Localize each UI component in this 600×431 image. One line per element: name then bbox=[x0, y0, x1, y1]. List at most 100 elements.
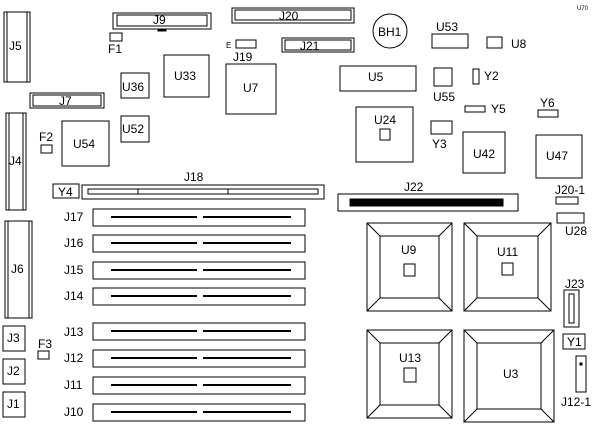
j17-slot bbox=[92, 208, 306, 227]
u52-chip bbox=[120, 115, 150, 143]
label-j20: J20 bbox=[279, 9, 299, 23]
label-j14: J14 bbox=[64, 289, 84, 303]
label-u52: U52 bbox=[122, 122, 145, 136]
j12-1-header bbox=[575, 355, 587, 393]
label-j20-1: J20-1 bbox=[555, 183, 586, 197]
label-u13: U13 bbox=[399, 351, 422, 365]
j2-connector bbox=[2, 358, 26, 385]
bh1-battery bbox=[372, 13, 408, 49]
label-bh1: BH1 bbox=[378, 25, 402, 39]
y1-crystal-box bbox=[562, 333, 586, 350]
u36-chip bbox=[120, 72, 150, 99]
label-u70: U70 bbox=[577, 6, 589, 12]
label-j19: J19 bbox=[233, 50, 253, 64]
j21-connector bbox=[281, 37, 355, 53]
label-u11: U11 bbox=[497, 245, 519, 259]
label-j12: J12 bbox=[64, 351, 84, 365]
u47-chip bbox=[535, 134, 583, 179]
j1-connector bbox=[2, 391, 26, 418]
j4-connector bbox=[5, 112, 27, 211]
f3-fuse bbox=[37, 350, 50, 360]
label-u42: U42 bbox=[473, 147, 496, 161]
u28-chip bbox=[556, 212, 585, 224]
u5-chip bbox=[339, 65, 417, 92]
label-j11: J11 bbox=[64, 378, 83, 392]
j23-connector bbox=[563, 289, 580, 328]
j5-connector bbox=[3, 11, 31, 83]
u13-center bbox=[403, 367, 417, 383]
u8-chip bbox=[486, 36, 503, 49]
f1-fuse bbox=[109, 32, 123, 42]
u24-center bbox=[379, 128, 391, 141]
label-y5: Y5 bbox=[491, 102, 506, 116]
j11-slot bbox=[92, 376, 306, 395]
label-u8: U8 bbox=[511, 37, 527, 51]
label-j3: J3 bbox=[7, 331, 20, 345]
upper-slots bbox=[92, 208, 306, 306]
j7-connector bbox=[29, 92, 105, 109]
label-e: E bbox=[226, 41, 232, 50]
label-y2: Y2 bbox=[484, 69, 499, 83]
j20-connector-inner bbox=[234, 9, 352, 21]
j13-slot bbox=[92, 322, 306, 341]
label-j10: J10 bbox=[64, 405, 84, 419]
label-u53: U53 bbox=[436, 20, 459, 34]
label-y3: Y3 bbox=[432, 137, 447, 151]
label-j7: J7 bbox=[59, 94, 72, 108]
j6-connector bbox=[4, 220, 33, 319]
label-j12-1: J12-1 bbox=[561, 395, 592, 409]
label-f3: F3 bbox=[38, 337, 53, 351]
f2-fuse bbox=[40, 144, 53, 154]
u42-chip bbox=[462, 131, 506, 174]
label-j1: J1 bbox=[7, 397, 20, 411]
label-u33: U33 bbox=[174, 69, 197, 83]
label-u54: U54 bbox=[73, 137, 96, 151]
y2-crystal bbox=[472, 68, 480, 85]
label-u28: U28 bbox=[565, 224, 588, 238]
j10-slot bbox=[92, 403, 306, 422]
label-y1: Y1 bbox=[567, 335, 582, 349]
j12-1-pin bbox=[579, 362, 583, 366]
label-u55: U55 bbox=[433, 90, 456, 104]
y5-crystal bbox=[464, 105, 486, 113]
u24-chip bbox=[355, 106, 414, 163]
j3-connector bbox=[2, 325, 26, 352]
label-j13: J13 bbox=[64, 325, 84, 339]
lower-slots bbox=[92, 322, 306, 422]
label-y4: Y4 bbox=[58, 185, 73, 199]
label-u24: U24 bbox=[374, 113, 397, 127]
j21-connector-inner bbox=[284, 39, 352, 51]
u11-center bbox=[501, 262, 514, 276]
j22-connector bbox=[337, 193, 519, 212]
j16-slot bbox=[92, 234, 306, 253]
label-j2: J2 bbox=[7, 364, 20, 378]
label-u3: U3 bbox=[503, 367, 519, 381]
label-u5: U5 bbox=[368, 70, 384, 84]
label-j15: J15 bbox=[64, 263, 84, 277]
label-j4: J4 bbox=[9, 154, 22, 168]
u55-chip bbox=[433, 67, 453, 87]
label-j6: J6 bbox=[11, 262, 24, 276]
u9-center bbox=[403, 263, 416, 277]
j12-slot bbox=[92, 349, 306, 368]
j7-connector-inner bbox=[32, 94, 102, 107]
label-y6: Y6 bbox=[540, 96, 555, 110]
u7-chip bbox=[225, 63, 277, 115]
u33-chip bbox=[163, 54, 210, 98]
y3-crystal bbox=[430, 120, 453, 135]
label-f2: F2 bbox=[39, 130, 54, 144]
j19-header bbox=[235, 39, 257, 49]
j23-inner bbox=[568, 293, 575, 324]
u54-chip bbox=[61, 120, 110, 167]
label-j22: J22 bbox=[404, 180, 424, 194]
label-j17: J17 bbox=[64, 210, 84, 224]
u11-socket bbox=[463, 222, 552, 312]
label-j21: J21 bbox=[300, 39, 320, 53]
j15-slot bbox=[92, 261, 306, 280]
label-u9: U9 bbox=[401, 243, 417, 257]
u53-chip bbox=[431, 33, 469, 49]
u9-socket bbox=[366, 222, 453, 312]
u3-socket bbox=[463, 329, 555, 423]
